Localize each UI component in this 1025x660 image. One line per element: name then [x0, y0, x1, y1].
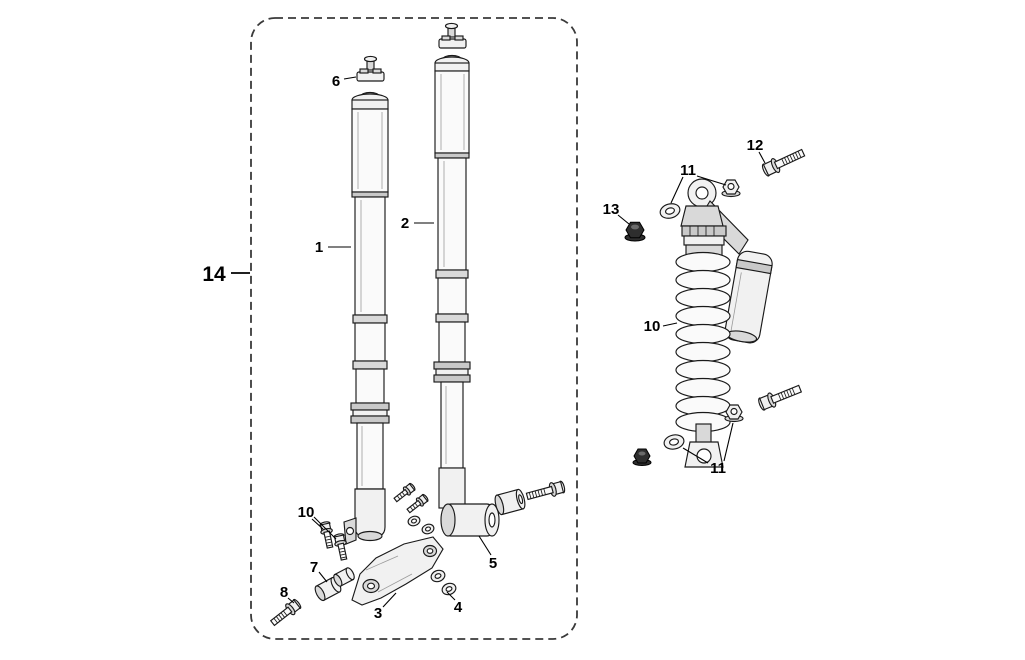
washer-upper	[659, 203, 681, 219]
callout-10-shock: 10	[644, 318, 678, 335]
callout-label-6: 6	[332, 73, 340, 90]
axle-holder	[440, 503, 500, 537]
flange-nut-lower-dark	[632, 448, 652, 466]
fork-left-axle-casting	[354, 488, 386, 539]
bolt-lower-right	[758, 384, 803, 411]
callout-8: 8	[280, 584, 295, 604]
callout-10-fork: 10	[298, 504, 337, 540]
lower-bracket	[351, 536, 444, 606]
small-washer-1	[407, 515, 421, 527]
rear-shock-absorber	[675, 178, 773, 468]
pinch-bolt-3	[393, 482, 416, 503]
fork-tube-left	[343, 55, 390, 545]
top-clamp-left	[356, 55, 385, 82]
callout-1: 1	[315, 239, 351, 256]
bolt-lower-left	[269, 598, 302, 627]
callout-label-12: 12	[747, 137, 764, 154]
callout-label-14: 14	[202, 263, 226, 286]
washer-lower	[663, 434, 685, 450]
callout-4: 4	[446, 591, 463, 616]
callout-13: 13	[603, 201, 630, 225]
fork-tube-right	[433, 22, 500, 537]
washers	[430, 569, 457, 596]
callout-6: 6	[332, 73, 357, 90]
callout-2: 2	[401, 215, 434, 232]
callout-label-8: 8	[280, 584, 288, 601]
top-clamp-right	[438, 22, 467, 49]
callout-label-4: 4	[454, 599, 463, 616]
callout-label-10-fork: 10	[298, 504, 315, 521]
small-washer-2	[421, 523, 435, 535]
axle-bolt	[525, 480, 566, 501]
nut-lower-11	[724, 404, 744, 423]
callout-label-7: 7	[310, 559, 318, 576]
callout-5: 5	[478, 535, 497, 572]
shock-spring	[675, 251, 731, 433]
flange-nut-13	[624, 221, 646, 242]
shock-reservoir	[724, 250, 773, 344]
callout-14: 14	[202, 263, 250, 286]
bolt-12	[761, 148, 806, 177]
callout-label-10-shock: 10	[644, 318, 661, 335]
pinch-bolt-4	[406, 493, 429, 514]
callout-label-11-upper: 11	[680, 162, 696, 179]
callout-label-3: 3	[374, 605, 382, 622]
bushings	[314, 567, 355, 602]
callout-3: 3	[374, 592, 397, 622]
assembly-group-box	[250, 17, 578, 640]
pinch-bolt-2	[333, 533, 348, 561]
callout-label-2: 2	[401, 215, 409, 232]
axle-spacer	[494, 488, 526, 516]
pinch-bolt-1	[319, 521, 334, 549]
callout-7: 7	[310, 559, 328, 583]
fork-right-axle-casting	[438, 467, 466, 509]
callout-11-upper: 11	[670, 162, 727, 204]
callout-label-5: 5	[489, 555, 497, 572]
callout-label-1: 1	[315, 239, 323, 256]
callout-12: 12	[747, 137, 766, 164]
callout-label-13: 13	[603, 201, 620, 218]
nut-upper-11	[721, 179, 741, 198]
callout-label-11-lower: 11	[710, 460, 726, 477]
callout-11-lower: 11	[682, 422, 734, 477]
